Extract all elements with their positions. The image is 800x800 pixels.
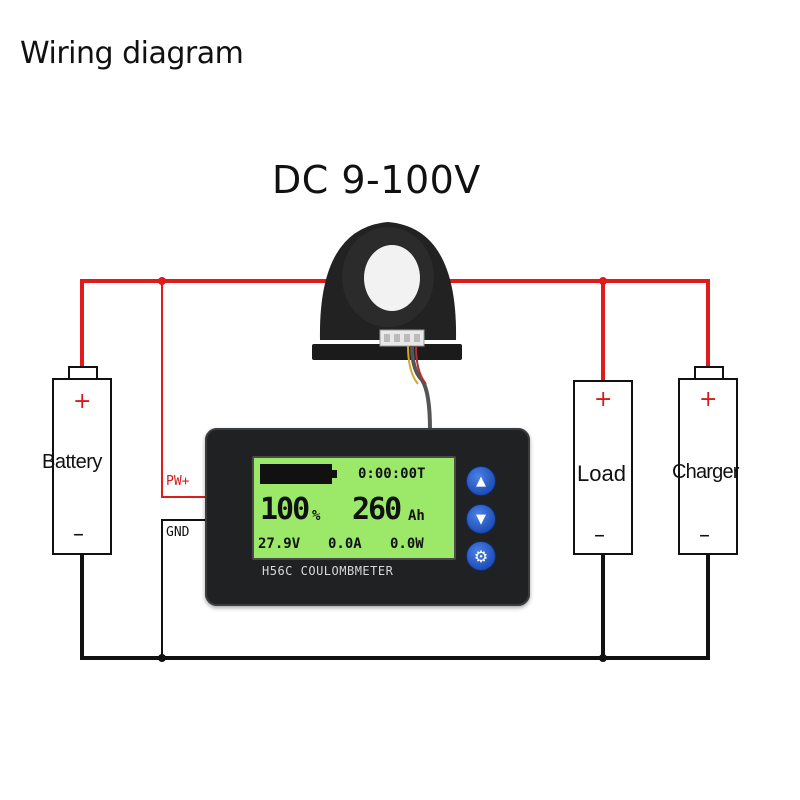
load-label: Load (577, 461, 626, 486)
battery-body (52, 378, 112, 555)
model-label: H56C COULOMBMETER (262, 564, 394, 578)
down-button[interactable]: ▼ (466, 504, 496, 534)
charger-body (678, 378, 738, 555)
load-junction-positive (599, 277, 607, 285)
up-button[interactable]: ▲ (466, 466, 496, 496)
load-body (573, 380, 633, 555)
capacity-value: 260 (352, 492, 402, 527)
load-plus-sign: + (594, 387, 613, 412)
charger-minus-sign: – (699, 523, 710, 548)
down-arrow-icon: ▼ (476, 511, 486, 527)
battery-label: Battery (42, 451, 102, 473)
pw-pin-label: PW+ (166, 474, 190, 489)
load-minus-sign: – (594, 523, 605, 548)
pw-tap-junction (158, 277, 166, 285)
pw-tap-wire (161, 281, 206, 498)
load-junction-negative (599, 654, 607, 662)
hall-sensor (312, 222, 462, 360)
voltage-rating: DC 9-100V (272, 158, 481, 202)
battery-minus-sign: – (73, 522, 84, 547)
up-arrow-icon: ▲ (476, 473, 486, 489)
voltage-reading: 27.9V (258, 536, 301, 552)
current-reading: 0.0A (328, 536, 362, 552)
lcd-screen: 0:00:00T 100 % 260 Ah 27.9V 0.0A 0.0W (252, 456, 456, 560)
gnd-wire (161, 519, 206, 658)
battery-level-icon (260, 464, 337, 484)
negative-wire (80, 554, 710, 660)
settings-button[interactable]: ⚙ (466, 541, 496, 571)
elapsed-time: 0:00:00T (358, 466, 426, 482)
gnd-pin-label: GND (166, 525, 190, 540)
gear-icon: ⚙ (473, 546, 489, 566)
power-reading: 0.0W (390, 536, 424, 552)
diagram-title: Wiring diagram (20, 36, 244, 71)
battery-plus-sign: + (73, 389, 92, 414)
sensor-cable (410, 345, 432, 431)
capacity-unit: Ah (408, 508, 425, 524)
gnd-junction (158, 654, 166, 662)
charger-label: Charger (672, 461, 739, 483)
charger-plus-sign: + (699, 387, 718, 412)
charge-percent: 100 (260, 492, 310, 527)
charge-percent-unit: % (312, 508, 321, 524)
